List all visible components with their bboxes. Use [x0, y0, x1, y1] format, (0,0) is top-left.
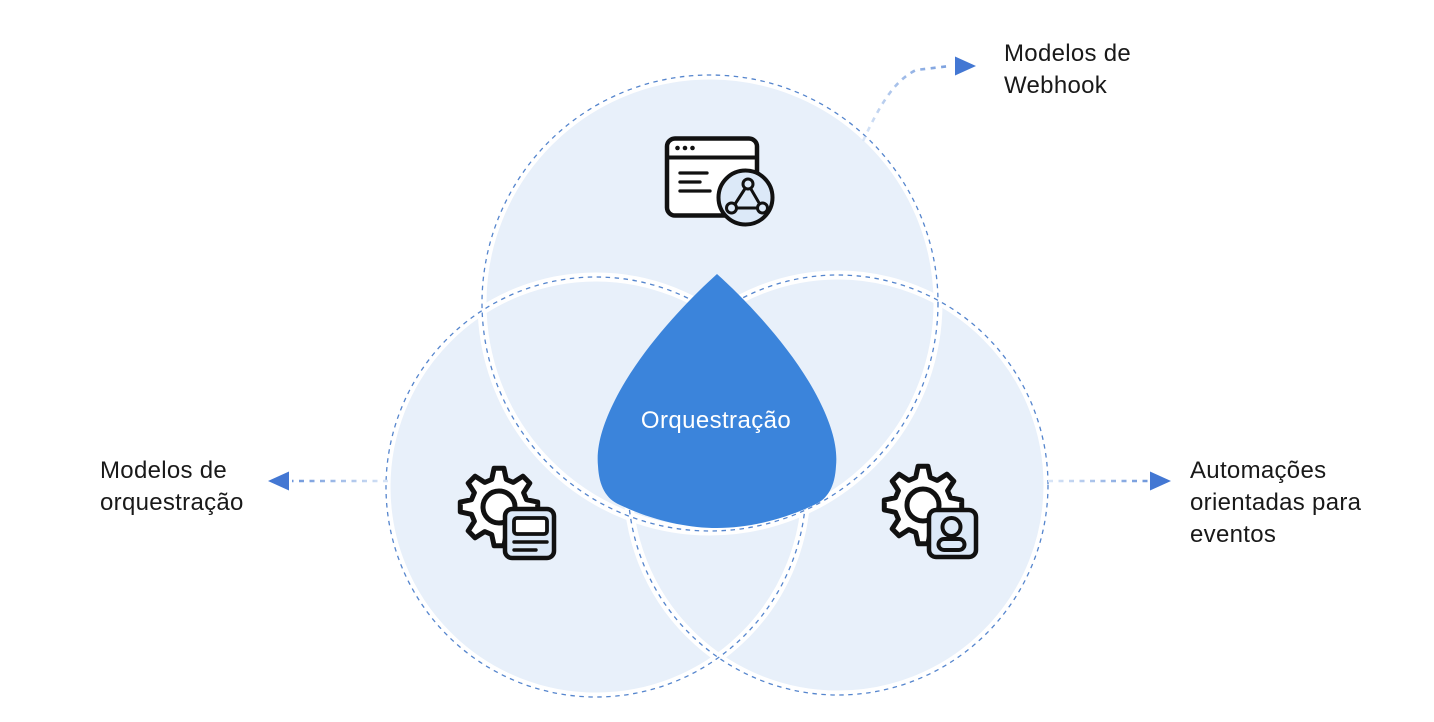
- callout-line: orquestração: [100, 489, 244, 516]
- arrow-to-orchestration-templates: [268, 471, 388, 491]
- arrow-to-webhook-templates: [861, 56, 976, 142]
- gear-user-icon: [881, 463, 979, 560]
- callout-orchestration-templates: Modelos de orquestração: [100, 455, 244, 519]
- browser-text-lines: [678, 171, 712, 193]
- center-label: Orquestração: [640, 407, 792, 434]
- center-intersection-shape: [597, 274, 837, 528]
- arrow-dashed-line: [861, 64, 951, 142]
- callout-event-driven-automations: Automações orientadas para eventos: [1190, 455, 1361, 551]
- callout-line: Webhook: [1004, 72, 1108, 99]
- callout-line: Modelos de: [100, 457, 228, 484]
- callout-line: Modelos de: [1004, 40, 1132, 67]
- circle-top-border: [481, 74, 939, 532]
- callout-webhook-templates: Modelos de Webhook: [1004, 38, 1131, 102]
- document-text-lines: [512, 540, 549, 552]
- arrow-head-icon: [1150, 471, 1171, 491]
- callout-line: orientadas para: [1190, 489, 1362, 516]
- webhook-browser-icon: [664, 136, 775, 227]
- callout-line: Automações: [1190, 457, 1327, 484]
- arrow-head-icon: [955, 56, 976, 76]
- gear-document-icon: [457, 465, 557, 561]
- arrow-to-event-driven-automations: [1048, 471, 1171, 491]
- webhook-glyph: [725, 177, 769, 215]
- arrow-head-icon: [268, 471, 289, 491]
- callout-line: eventos: [1190, 521, 1277, 548]
- browser-dots: [675, 145, 695, 151]
